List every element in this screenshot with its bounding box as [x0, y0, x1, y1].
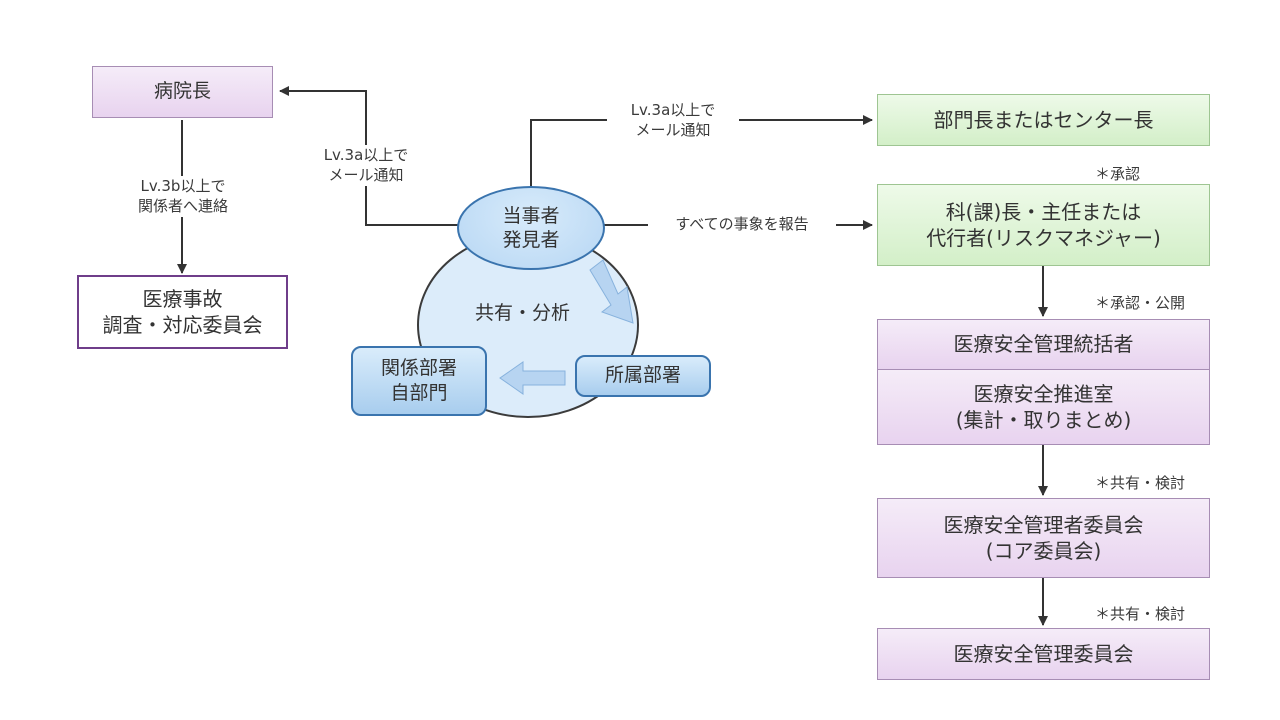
- safety-supervisor-box: 医療安全管理統括者: [877, 319, 1210, 370]
- label-to-department-head: Lv.3a以上で メール通知: [607, 100, 739, 141]
- safety-office-box: 医療安全推進室 (集計・取りまとめ): [877, 369, 1210, 445]
- safety-committee-box: 医療安全管理委員会: [877, 628, 1210, 680]
- flow-arrow-down-right: [589, 259, 634, 324]
- own-department-box: 所属部署: [575, 355, 711, 397]
- note-approval-publish: ＊承認・公開: [1095, 294, 1186, 312]
- accident-committee-box: 医療事故 調査・対応委員会: [77, 275, 288, 349]
- label-director-to-committee: Lv.3b以上で 関係者へ連絡: [112, 176, 254, 217]
- related-departments-box: 関係部署 自部門: [351, 346, 487, 416]
- note-share-review-1: ＊共有・検討: [1095, 474, 1186, 492]
- hospital-director-box: 病院長: [92, 66, 273, 118]
- note-approval: ＊承認: [1095, 165, 1141, 183]
- note-share-review-2: ＊共有・検討: [1095, 605, 1186, 623]
- section-chief-box: 科(課)長・主任または 代行者(リスクマネジャー): [877, 184, 1210, 266]
- hospital-director-label: 病院長: [153, 80, 211, 103]
- share-analysis-label: 共有・分析: [475, 302, 571, 324]
- reporter-ellipse: 当事者 発見者: [457, 186, 605, 270]
- arrow-reporter-to-department-head: [530, 115, 873, 187]
- department-head-box: 部門長またはセンター長: [877, 94, 1210, 146]
- flow-arrow-left: [499, 361, 566, 395]
- label-to-director: Lv.3a以上で メール通知: [302, 145, 430, 186]
- label-to-section-chief: すべての事象を報告: [648, 214, 836, 235]
- core-committee-box: 医療安全管理者委員会 (コア委員会): [877, 498, 1210, 578]
